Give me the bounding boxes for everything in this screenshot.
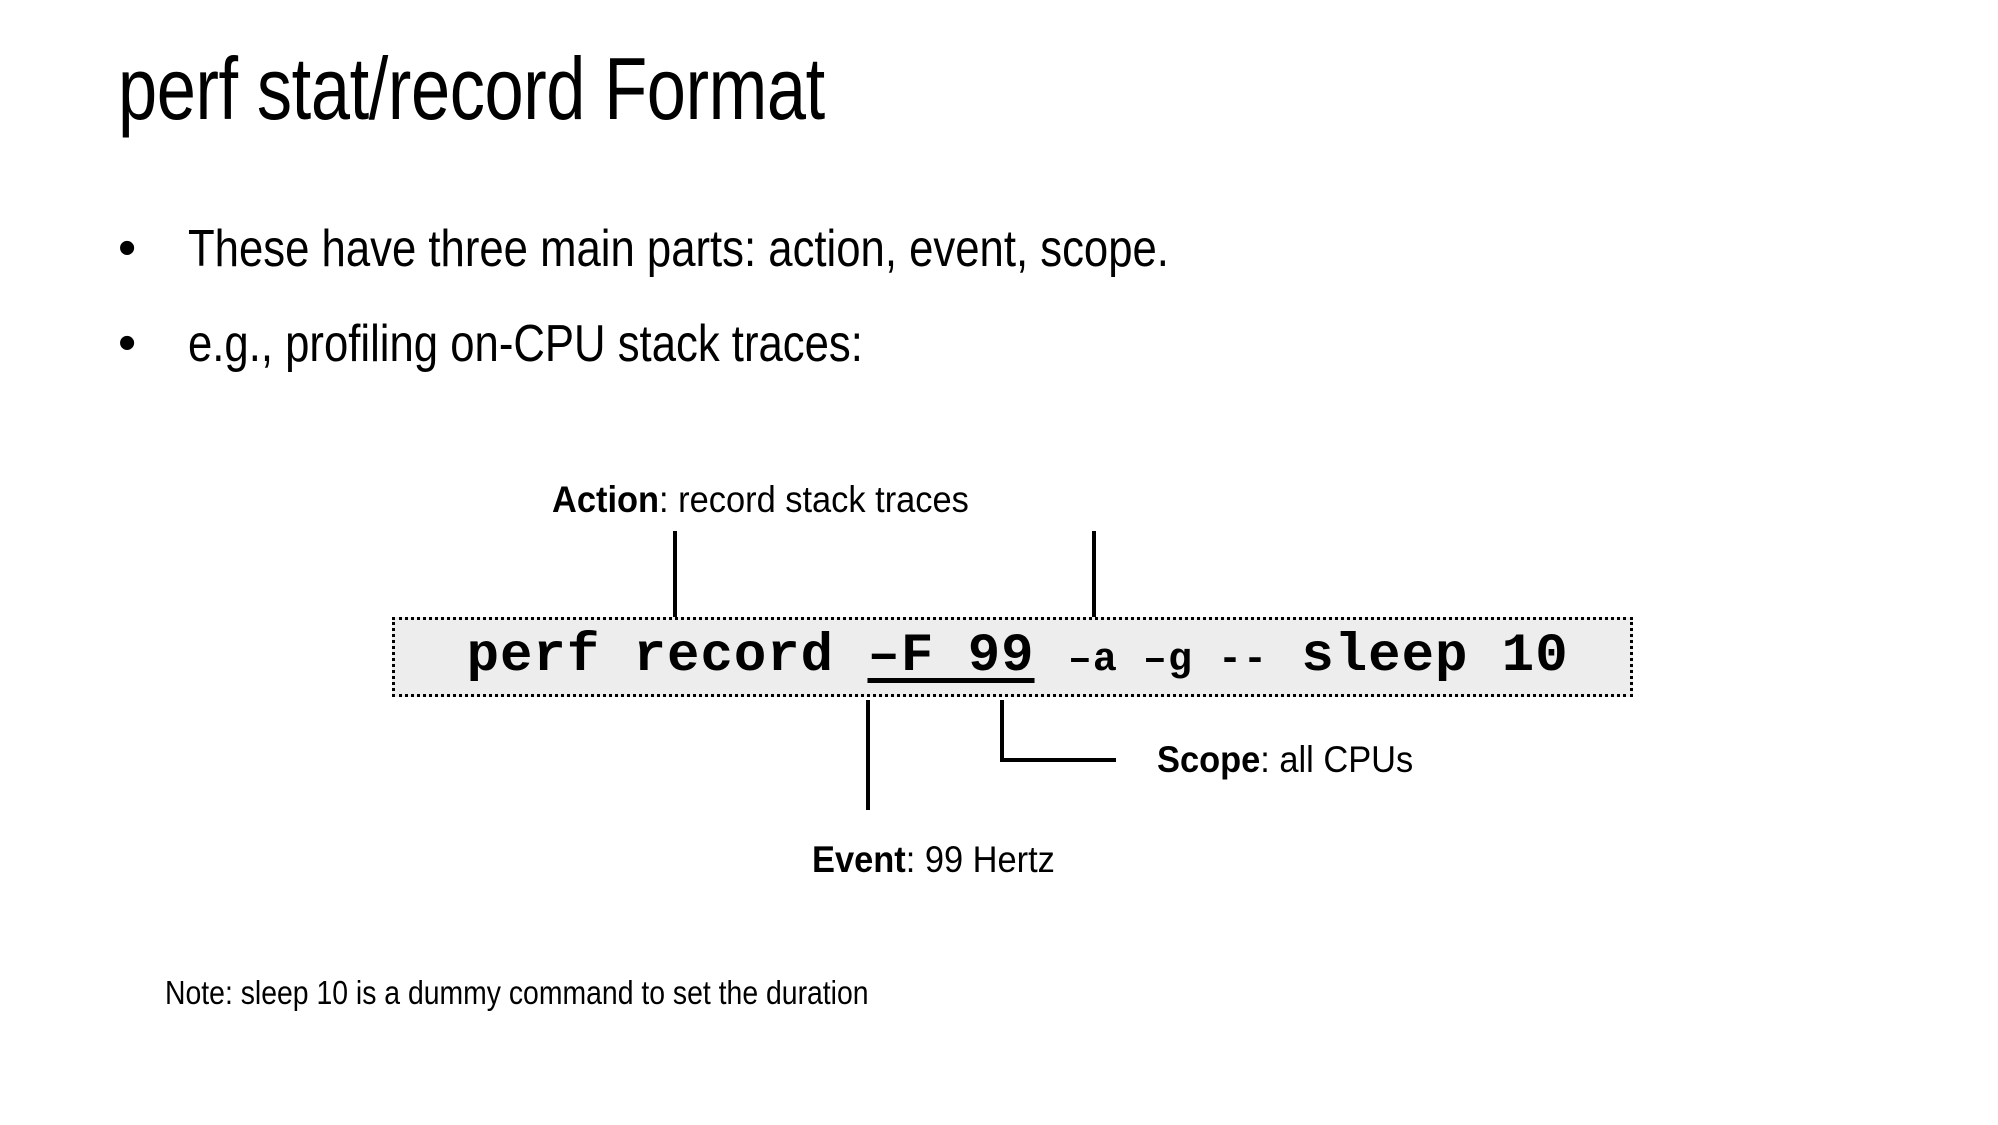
leader-line-scope-horizontal <box>1000 758 1116 762</box>
leader-line-event <box>866 700 870 810</box>
annotation-scope-key: Scope <box>1157 739 1261 780</box>
annotation-action-key: Action <box>552 479 660 520</box>
annotation-event: Event: 99 Hertz <box>812 839 1055 881</box>
annotation-scope-separator: : <box>1260 739 1280 780</box>
annotation-action-value: record stack traces <box>678 479 969 520</box>
annotation-event-value: 99 Hertz <box>924 839 1055 880</box>
bullet-item: • e.g., profiling on-CPU stack traces: <box>118 317 1878 372</box>
annotation-event-separator: : <box>905 839 925 880</box>
bullet-text: e.g., profiling on-CPU stack traces: <box>188 315 863 373</box>
command-segment-action: perf record <box>466 626 868 687</box>
bullet-marker-icon: • <box>118 314 137 372</box>
bullet-item: • These have three main parts: action, e… <box>118 222 1878 277</box>
command-text: perf record –F 99 –a –g -- sleep 10 <box>409 614 1569 700</box>
command-segment-space <box>1035 626 1068 687</box>
command-segment-duration: sleep 10 <box>1267 626 1569 687</box>
command-segment-event: –F 99 <box>867 626 1035 687</box>
leader-line-action-left <box>673 531 677 621</box>
command-code-box: perf record –F 99 –a –g -- sleep 10 <box>392 617 1633 697</box>
page-title: perf stat/record Format <box>118 39 825 138</box>
annotation-action-separator: : <box>659 479 679 520</box>
footnote-text: Note: sleep 10 is a dummy command to set… <box>165 974 869 1011</box>
annotation-action: Action: record stack traces <box>552 479 969 521</box>
leader-line-scope-vertical <box>1000 700 1004 762</box>
command-segment-scope: –a –g -- <box>1067 638 1268 683</box>
annotation-scope-value: all CPUs <box>1279 739 1414 780</box>
annotation-event-key: Event <box>812 839 906 880</box>
annotation-scope: Scope: all CPUs <box>1157 739 1414 781</box>
bullet-marker-icon: • <box>118 219 137 277</box>
leader-line-action-right <box>1092 531 1096 621</box>
bullet-text: These have three main parts: action, eve… <box>188 220 1169 278</box>
